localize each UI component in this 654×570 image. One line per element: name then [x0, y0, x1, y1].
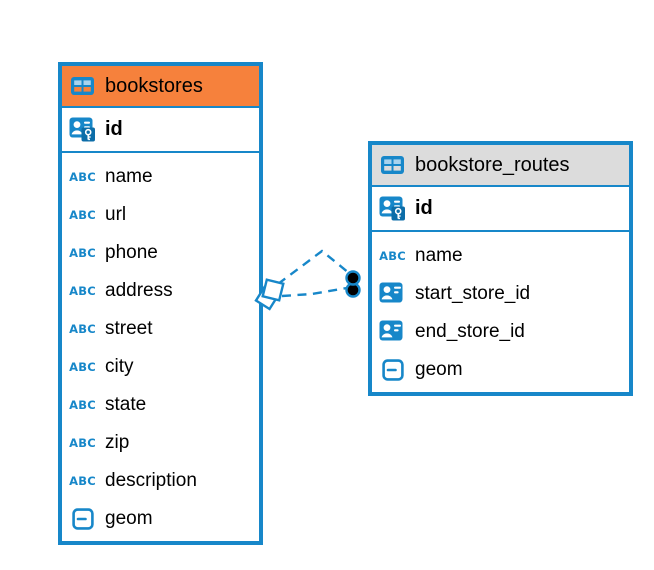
row-name[interactable]: ABC name	[372, 237, 629, 275]
column-label: phone	[105, 242, 158, 263]
column-label: zip	[105, 432, 130, 453]
entity-header[interactable]: bookstores	[62, 66, 259, 108]
text-type-icon: ABC	[69, 322, 96, 336]
column-label: end_store_id	[415, 321, 525, 342]
column-label: city	[105, 356, 134, 377]
keys-section: id	[62, 108, 259, 153]
text-type-icon: ABC	[69, 398, 96, 412]
primary-key-icon	[379, 196, 406, 221]
column-label: id	[105, 118, 123, 140]
column-label: geom	[105, 508, 153, 529]
entity-header[interactable]: bookstore_routes	[372, 145, 629, 187]
row-id[interactable]: id	[62, 108, 259, 151]
row-street[interactable]: ABC street	[62, 310, 259, 348]
text-type-icon: ABC	[69, 284, 96, 298]
entity-title: bookstores	[105, 74, 203, 97]
geometry-type-icon	[379, 359, 406, 381]
relationship-dot-marker[interactable]	[345, 270, 361, 298]
table-icon	[69, 77, 96, 95]
row-name[interactable]: ABC name	[62, 158, 259, 196]
column-label: description	[105, 470, 197, 491]
geometry-type-icon	[69, 508, 96, 530]
text-type-icon: ABC	[379, 249, 406, 263]
table-icon	[379, 156, 406, 174]
text-type-icon: ABC	[69, 170, 96, 184]
columns-section: ABC name start_store_id end_store_id geom	[372, 232, 629, 392]
row-phone[interactable]: ABC phone	[62, 234, 259, 272]
column-label: name	[105, 166, 153, 187]
column-label: address	[105, 280, 173, 301]
row-end-store-id[interactable]: end_store_id	[372, 313, 629, 351]
row-geom[interactable]: geom	[372, 351, 629, 389]
row-zip[interactable]: ABC zip	[62, 424, 259, 462]
foreign-key-icon	[379, 282, 406, 307]
text-type-icon: ABC	[69, 474, 96, 488]
text-type-icon: ABC	[69, 208, 96, 222]
row-address[interactable]: ABC address	[62, 272, 259, 310]
row-description[interactable]: ABC description	[62, 462, 259, 500]
keys-section: id	[372, 187, 629, 232]
relationship-line[interactable]	[281, 286, 348, 298]
primary-key-icon	[69, 117, 96, 142]
row-url[interactable]: ABC url	[62, 196, 259, 234]
column-label: start_store_id	[415, 283, 531, 304]
row-state[interactable]: ABC state	[62, 386, 259, 424]
column-label: state	[105, 394, 147, 415]
text-type-icon: ABC	[69, 246, 96, 260]
column-label: id	[415, 197, 433, 219]
column-label: name	[415, 245, 463, 266]
row-id[interactable]: id	[372, 187, 629, 230]
row-geom[interactable]: geom	[62, 500, 259, 538]
relationship-diamond-marker[interactable]	[254, 278, 285, 311]
column-label: geom	[415, 359, 463, 380]
row-start-store-id[interactable]: start_store_id	[372, 275, 629, 313]
column-label: street	[105, 318, 153, 339]
foreign-key-icon	[379, 320, 406, 345]
column-label: url	[105, 204, 127, 225]
text-type-icon: ABC	[69, 436, 96, 450]
entity-title: bookstore_routes	[415, 153, 570, 176]
text-type-icon: ABC	[69, 360, 96, 374]
row-city[interactable]: ABC city	[62, 348, 259, 386]
relationship-line[interactable]	[277, 249, 350, 285]
